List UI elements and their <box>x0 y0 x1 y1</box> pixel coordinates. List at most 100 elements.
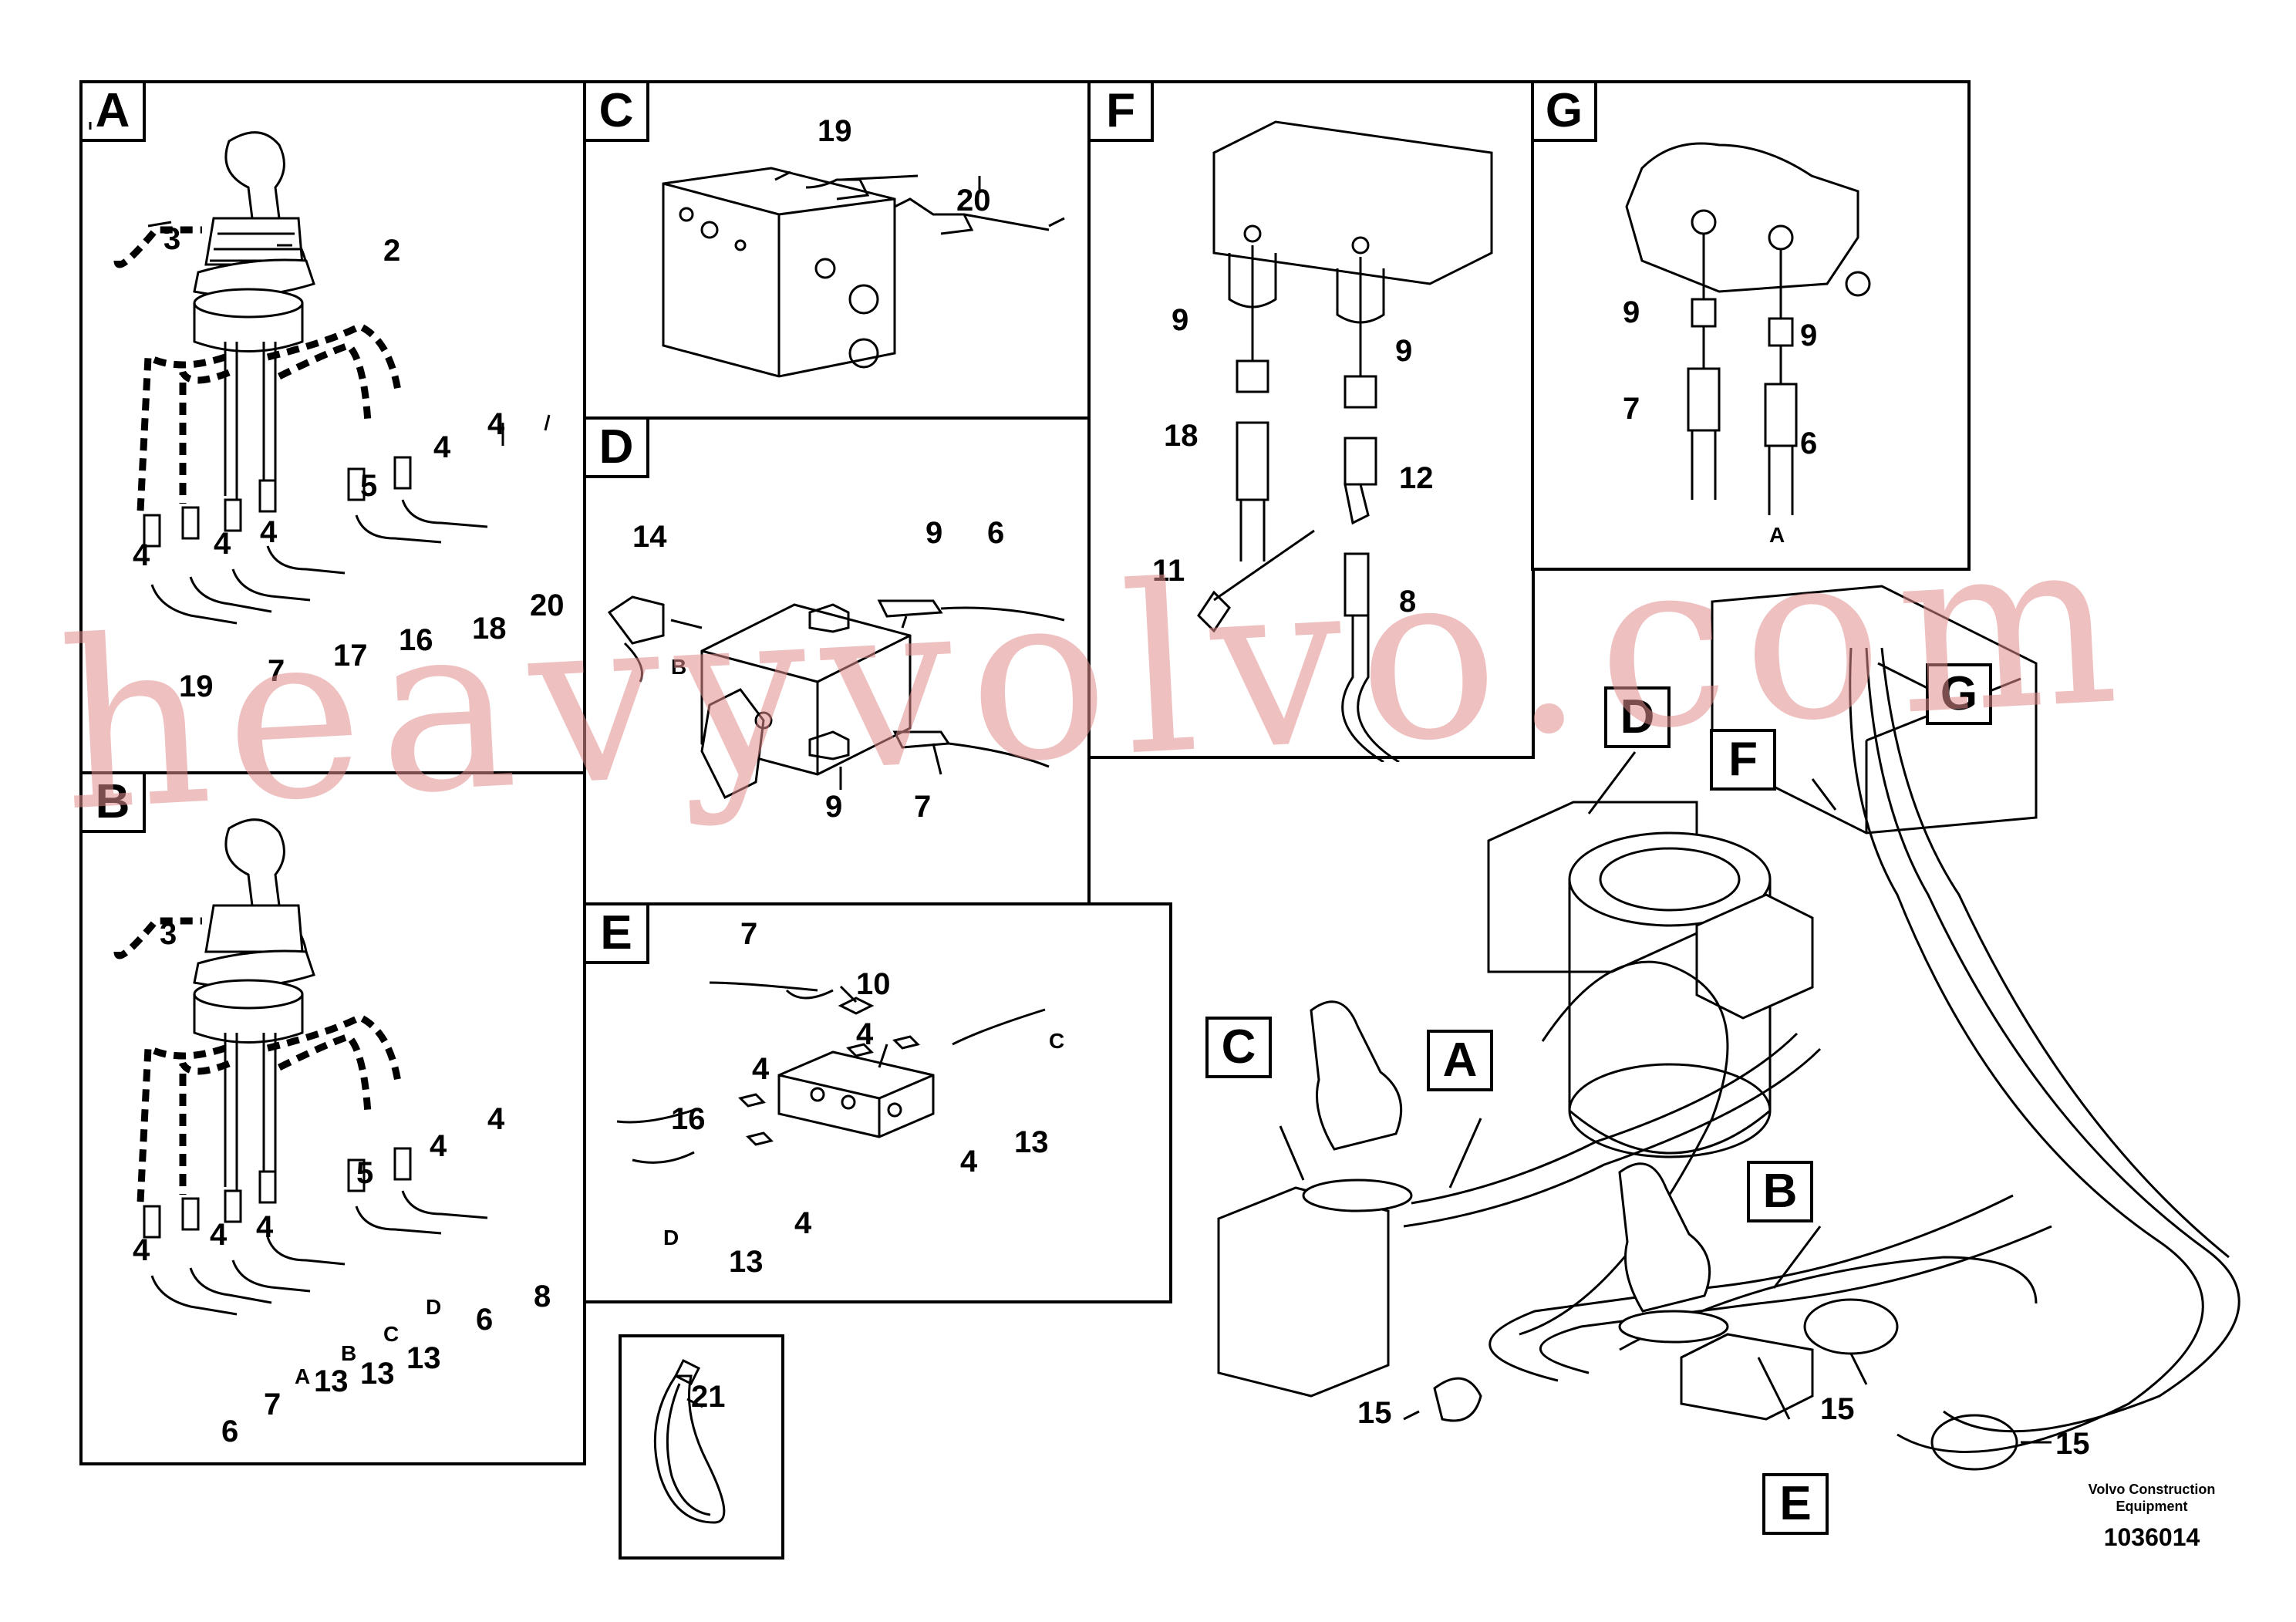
panel-f: F 9 9 18 12 11 8 <box>1087 80 1535 762</box>
callout-10: 10 <box>856 967 891 1001</box>
overview-tag-f: F <box>1710 729 1776 791</box>
callout-6: 6 <box>987 516 1004 550</box>
overview-tag-b: B <box>1747 1161 1813 1222</box>
panel-e-drawing: 7 10 4 16 4 4 13 13 4 C D <box>616 917 1064 1279</box>
callout-15c: 15 <box>2055 1427 2090 1461</box>
callout-13c: 13 <box>314 1364 349 1398</box>
panel-c-tag: C <box>583 80 649 142</box>
callout-4e: 4 <box>487 1102 505 1136</box>
callout-9a: 9 <box>1172 303 1188 337</box>
company-line-1: Volvo Construction <box>2088 1482 2216 1497</box>
callout-9a: 9 <box>925 516 942 550</box>
panel-c-drawing: 19 20 <box>662 114 1065 378</box>
callout-13a: 13 <box>406 1341 441 1375</box>
callout-3: 3 <box>164 222 180 256</box>
callout-7: 7 <box>264 1388 281 1421</box>
callout-7: 7 <box>268 654 285 688</box>
letter-a: A <box>1769 523 1785 547</box>
callout-9b: 9 <box>825 790 842 824</box>
callout-7: 7 <box>1623 392 1640 426</box>
callout-5: 5 <box>360 469 377 503</box>
callout-18: 18 <box>472 612 507 646</box>
letter-c: C <box>1049 1029 1064 1053</box>
callout-4b: 4 <box>752 1052 770 1086</box>
callout-4e: 4 <box>487 407 505 441</box>
callout-5: 5 <box>356 1156 373 1190</box>
panel-b-tag: B <box>79 771 146 833</box>
callout-15b: 15 <box>1820 1392 1855 1426</box>
callout-9b: 9 <box>1395 334 1412 368</box>
panel-a: A 3 <box>79 80 586 774</box>
callout-13b: 13 <box>729 1245 764 1279</box>
callout-19: 19 <box>179 669 214 703</box>
panel-a-tag: A <box>79 80 146 142</box>
panel-a-drawing: 3 2 4 4 5 4 4 4 20 18 16 17 7 19 <box>89 122 565 703</box>
callout-7: 7 <box>914 790 931 824</box>
company-name: Volvo Construction Equipment <box>2052 1481 2252 1515</box>
callout-15a: 15 <box>1357 1396 1392 1430</box>
callout-16: 16 <box>399 623 433 657</box>
letter-d: D <box>663 1226 679 1249</box>
callout-20: 20 <box>530 588 565 622</box>
panel-e-tag: E <box>583 902 649 964</box>
panel-c: C 19 20 <box>583 80 1091 420</box>
panel-f-drawing: 9 9 18 12 11 8 <box>1152 120 1493 762</box>
callout-6b: 6 <box>221 1415 238 1448</box>
overview-tag-d: D <box>1604 686 1671 748</box>
callout-4c: 4 <box>256 1210 274 1244</box>
callout-13b: 13 <box>360 1357 395 1391</box>
overview-tag-a: A <box>1427 1030 1493 1091</box>
callout-6: 6 <box>1800 427 1817 460</box>
panel-b-drawing: 3 4 4 5 4 4 4 8 6 13 13 13 7 6 D C B A <box>113 818 551 1448</box>
callout-4a: 4 <box>133 538 150 572</box>
panel-g-drawing: 9 9 7 6 A <box>1623 142 1871 547</box>
callout-16: 16 <box>671 1102 706 1136</box>
callout-4a: 4 <box>133 1233 150 1267</box>
company-line-2: Equipment <box>2116 1499 2188 1514</box>
panel-g-tag: G <box>1531 80 1597 142</box>
callout-3: 3 <box>160 917 177 951</box>
callout-9b: 9 <box>1800 319 1817 352</box>
letter-d: D <box>426 1295 441 1319</box>
callout-18: 18 <box>1164 419 1199 453</box>
callout-14: 14 <box>632 520 667 554</box>
panel-d-drawing: 14 9 6 9 7 B <box>607 516 1065 824</box>
panel-b: B 3 4 4 5 4 4 4 8 6 1 <box>79 771 586 1465</box>
panel-e: E 7 10 4 16 4 4 13 13 4 C D <box>583 902 1172 1303</box>
callout-4c: 4 <box>260 515 278 549</box>
callout-21: 21 <box>691 1380 726 1414</box>
callout-4c: 4 <box>960 1145 978 1179</box>
letter-a: A <box>295 1364 310 1388</box>
callout-8: 8 <box>534 1280 551 1313</box>
callout-19: 19 <box>818 114 852 148</box>
drawing-number: 1036014 <box>2103 1523 2200 1551</box>
callout-4b: 4 <box>210 1218 228 1252</box>
panel-clamp: 21 <box>619 1334 784 1560</box>
panel-d-tag: D <box>583 416 649 478</box>
letter-b: B <box>671 655 686 679</box>
letter-b: B <box>341 1341 356 1365</box>
overview-tag-e: E <box>1762 1473 1829 1535</box>
callout-4d: 4 <box>433 430 451 464</box>
letter-c: C <box>383 1322 399 1346</box>
callout-4d: 4 <box>794 1206 812 1240</box>
callout-11: 11 <box>1152 554 1185 588</box>
panel-g: G 9 9 7 6 A <box>1531 80 1971 571</box>
overview-tag-g: G <box>1926 663 1992 725</box>
callout-12: 12 <box>1399 461 1434 495</box>
clamp-drawing: 21 <box>653 1358 726 1524</box>
overview-tag-c: C <box>1205 1017 1272 1078</box>
callout-6: 6 <box>476 1303 493 1337</box>
callout-8: 8 <box>1399 585 1416 619</box>
panel-f-tag: F <box>1087 80 1154 142</box>
callout-4a: 4 <box>856 1017 874 1051</box>
callout-20: 20 <box>956 184 991 218</box>
callout-17: 17 <box>333 639 368 673</box>
callout-13a: 13 <box>1014 1125 1049 1159</box>
callout-4b: 4 <box>214 527 231 561</box>
callout-7: 7 <box>740 917 757 951</box>
callout-4d: 4 <box>430 1129 447 1163</box>
callout-2: 2 <box>383 234 400 268</box>
callout-9a: 9 <box>1623 295 1640 329</box>
